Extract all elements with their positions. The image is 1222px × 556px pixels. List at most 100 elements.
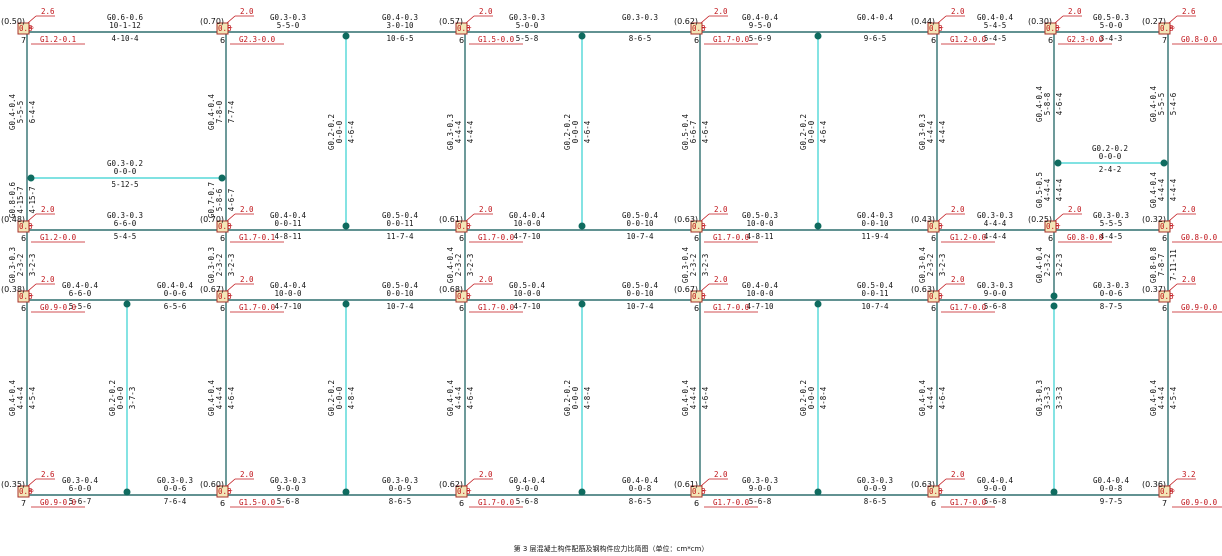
beam-section-text: G0.4-0.4: [681, 379, 690, 416]
column-rebar-text: G1.7-0.0: [713, 233, 750, 242]
column-top-value: 2.6: [41, 7, 55, 16]
beam-section-text: G0.3-0.3: [107, 211, 143, 220]
beam-section-text: G0.6-0.6: [107, 13, 144, 22]
column-rebar-text: G1.7-0.0: [713, 498, 750, 507]
beam-rebar-bottom-text: 5-6-8: [984, 497, 1007, 506]
beam-rebar-bottom-text: 4-4-4: [984, 232, 1007, 241]
column-box: [1158, 22, 1171, 35]
beam-rebar-top-text: 6-6-0: [114, 219, 137, 228]
hbeam-label: G0.3-0.35-5-54-4-5: [1093, 211, 1129, 241]
hbeam-label: G0.4-0.410-0-04-7-10: [509, 211, 546, 241]
beam-section-text: G0.3-0.3: [207, 247, 216, 283]
beam-section-text: G0.2-0.2: [799, 380, 808, 416]
column-stress-ratio: (0.60): [200, 480, 224, 489]
column-stress-ratio: (0.62): [439, 480, 463, 489]
hbeam-label: G0.3-0.30-0-98-6-5: [857, 476, 893, 506]
column-code-text: 0.8: [692, 292, 706, 301]
beam-rebar-bottom-text: 4-7-10: [513, 232, 541, 241]
hbeam-label: G0.4-0.49-0-05-6-8: [977, 476, 1014, 506]
beam-rebar-bottom-text: 3-2-3: [938, 254, 947, 277]
beam-rebar-bottom-text: 4-4-4: [466, 120, 475, 143]
column-rebar-text: G0.9-0.0: [1181, 303, 1218, 312]
beam-rebar-bottom-text: 4-6-4: [1055, 92, 1064, 115]
column-top-value: 2.6: [41, 470, 55, 479]
column-symbol: ∞: [29, 486, 34, 495]
column-rebar-text: G1.7-0.1: [239, 233, 275, 242]
beam-section-text: G0.4-0.4: [270, 281, 307, 290]
column-symbol: ~: [1056, 221, 1061, 230]
node: [1050, 488, 1058, 496]
beam-rebar-bottom-text: 3-2-3: [227, 254, 236, 277]
column-box: [690, 290, 703, 303]
beam-rebar-bottom-text: 5-12-5: [111, 180, 138, 189]
beam-section-text: G0.3-0.3: [1093, 211, 1129, 220]
beam-rebar-top-text: 7-8-0: [215, 100, 224, 123]
column-code-text: 0.8: [692, 487, 706, 496]
node: [578, 488, 586, 496]
beam-rebar-top-text: 6-0-0: [69, 484, 92, 493]
beam-rebar-top-text: 9-0-0: [749, 484, 772, 493]
column-symbol: ~: [939, 23, 944, 32]
beam-rebar-bottom-text: 10-7-4: [386, 302, 414, 311]
column-box: [690, 220, 703, 233]
column-rebar-text: G0.8-0.0: [1067, 233, 1104, 242]
beam-rebar-bottom-text: 6-4-4: [28, 100, 37, 123]
leader-line: [937, 283, 947, 292]
beam-section-text: G0.3-0.3: [1093, 281, 1129, 290]
column-top-value: 2.0: [951, 470, 965, 479]
beam-rebar-top-text: 6-6-7: [689, 121, 698, 144]
column-rebar-text: G1.5-0.0: [239, 498, 276, 507]
column-number: 6: [694, 36, 699, 45]
column-symbol: ∞: [1170, 23, 1175, 32]
beam-rebar-top-text: 10-1-12: [109, 21, 141, 30]
beam-section-text: G0.4-0.4: [157, 281, 194, 290]
column-box: [1158, 220, 1171, 233]
column-box: [17, 485, 30, 498]
column-box: [1044, 22, 1057, 35]
column-stress-ratio: (0.43): [911, 215, 935, 224]
hbeam-label: G0.5-0.35-0-03-4-3: [1093, 13, 1129, 43]
column-symbol: ~: [228, 23, 233, 32]
beam-rebar-bottom-text: 4-6-4: [227, 386, 236, 409]
leader-line: [27, 213, 37, 222]
column-box: [455, 290, 468, 303]
beam-rebar-top-text: 0-0-0: [116, 386, 125, 409]
beam-rebar-top-text: 2-3-2: [215, 254, 224, 277]
beam-rebar-bottom-text: 5-6-8: [984, 302, 1007, 311]
column-number: 7: [21, 36, 26, 45]
column-code-text: 0.8: [457, 292, 471, 301]
column-stress-ratio: (0.63): [911, 285, 935, 294]
beam-section-text: G0.4-0.4: [509, 476, 546, 485]
column-box: [1158, 485, 1171, 498]
leader-line: [700, 283, 710, 292]
column-code-text: 0.8: [218, 222, 232, 231]
column-box: [17, 22, 30, 35]
column-number: 6: [459, 36, 464, 45]
column-number: 6: [459, 499, 464, 508]
column-symbol: ~: [939, 221, 944, 230]
column-top-value: 2.0: [951, 7, 965, 16]
beam-rebar-top-text: 10-0-0: [274, 289, 302, 298]
beam-rebar-top-text: 5-8-6: [215, 188, 224, 211]
node: [342, 300, 350, 308]
column-stress-ratio: (0.50): [1, 17, 25, 26]
beam-section-text: G0.3-0.4: [681, 246, 690, 283]
beam-section-text: G0.4-0.4: [1035, 85, 1044, 122]
beam-rebar-top-text: 5-5-5: [1100, 219, 1123, 228]
